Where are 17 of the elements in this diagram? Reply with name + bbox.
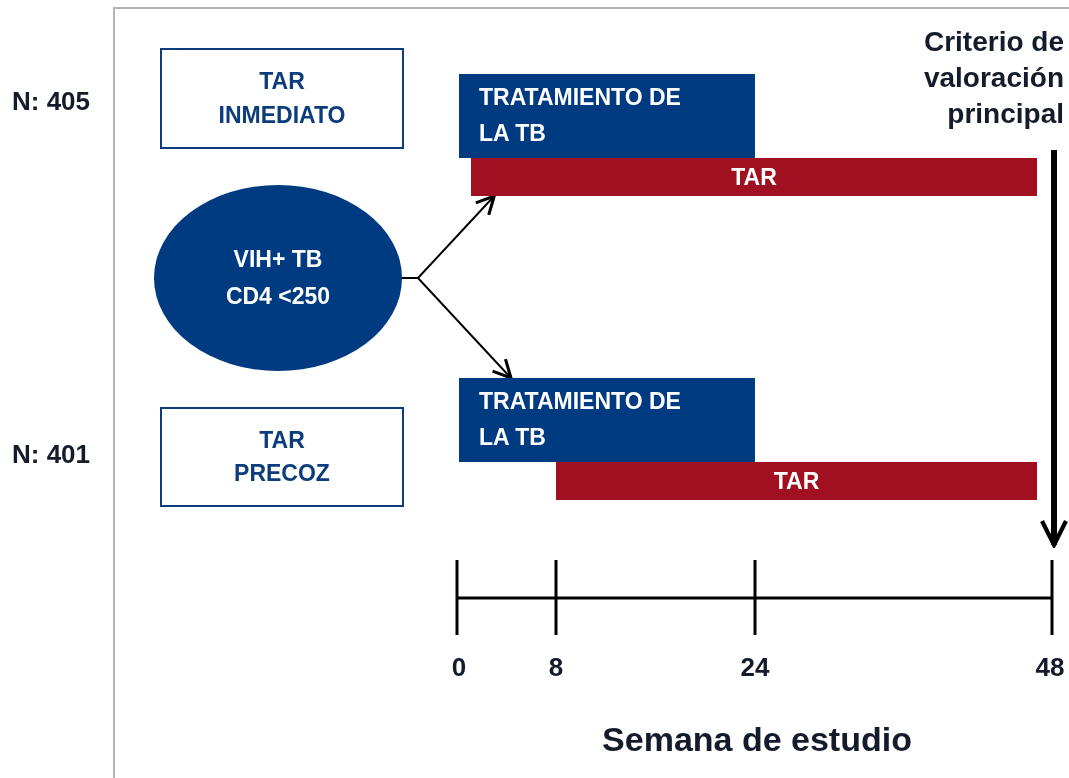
axis-title: Semana de estudio	[602, 720, 912, 759]
tick-label: 0	[451, 652, 467, 683]
tick-label: 8	[548, 652, 564, 683]
arm-box: TAR PRECOZ	[160, 407, 404, 507]
group-size: N: 405	[12, 86, 91, 117]
therapy-bar: TAR	[471, 158, 1037, 196]
treatment-bar: TRATAMIENTO DE LA TB	[459, 74, 755, 158]
population-text: VIH+ TB CD4 <250	[224, 245, 332, 311]
endpoint-text: Criterio de valoración principal	[922, 25, 1064, 131]
arrow	[401, 277, 513, 380]
arrow	[1039, 150, 1069, 548]
arm-box: TAR INMEDIATO	[160, 48, 404, 149]
treatment-bar: TRATAMIENTO DE LA TB	[459, 378, 755, 462]
therapy-bar: TAR	[556, 462, 1037, 500]
group-size: N: 401	[12, 439, 91, 470]
tick-label: 24	[740, 652, 770, 683]
tick-label: 48	[1035, 652, 1065, 683]
